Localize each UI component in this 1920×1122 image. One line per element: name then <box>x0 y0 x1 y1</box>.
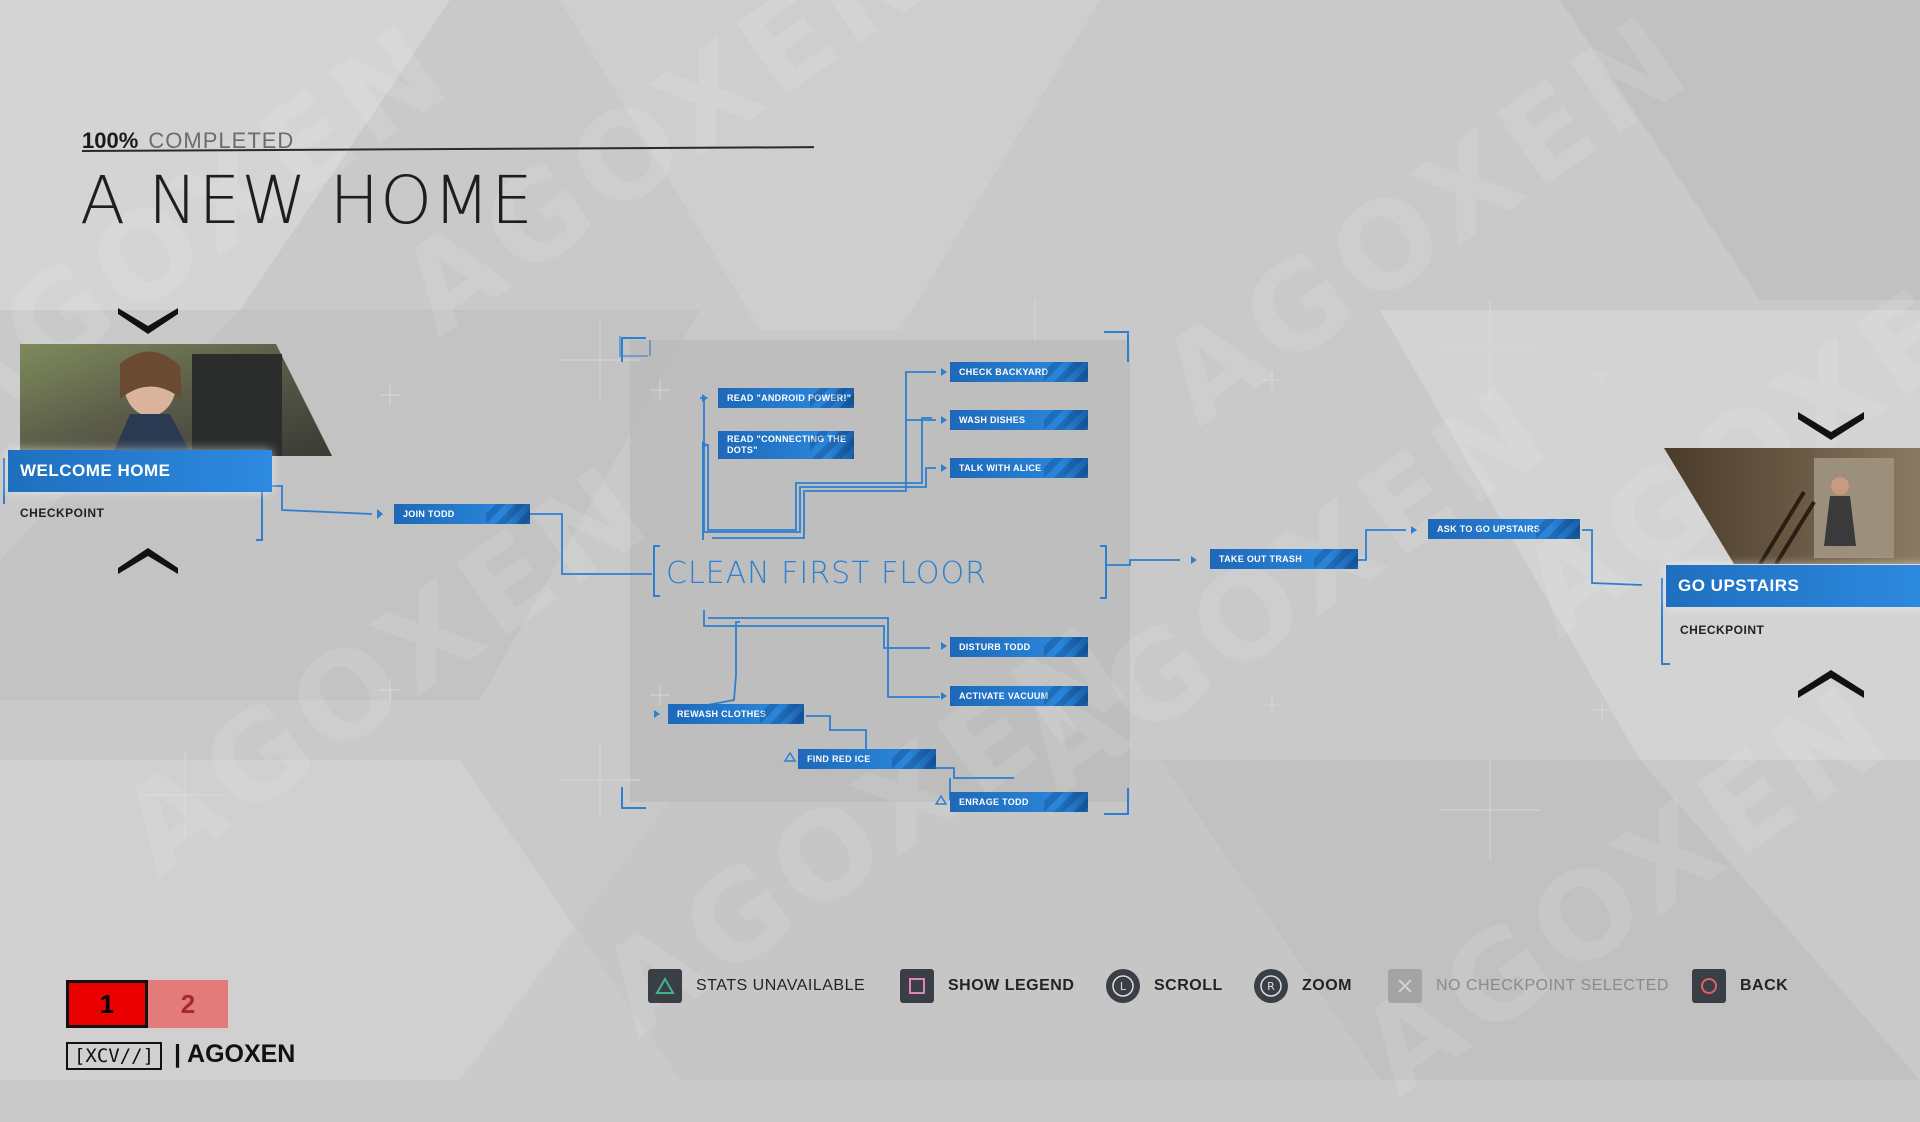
stats-label: STATS UNAVAILABLE <box>696 977 866 994</box>
hallway-scene-image <box>1664 448 1920 564</box>
node-wash-dishes[interactable]: WASH DISHES <box>950 410 1088 430</box>
triangle-button-icon <box>648 969 682 1003</box>
legend-scroll[interactable]: L SCROLL <box>1106 968 1223 1004</box>
back-label: BACK <box>1740 977 1789 994</box>
legend-back[interactable]: BACK <box>1692 968 1788 1004</box>
page-badge-inactive: 2 <box>148 980 228 1028</box>
right-stick-icon: R <box>1254 969 1288 1003</box>
node-enrage-todd[interactable]: ENRAGE TODD <box>950 792 1088 812</box>
node-ask-to-go-upstairs[interactable]: ASK TO GO UPSTAIRS <box>1428 519 1580 539</box>
brand-name: | AGOXEN <box>174 1040 296 1068</box>
circle-button-icon <box>1692 969 1726 1003</box>
node-find-red-ice[interactable]: FIND RED ICE <box>798 749 936 769</box>
scroll-up-chevron[interactable] <box>118 300 178 336</box>
go-upstairs-thumbnail[interactable] <box>1664 448 1920 564</box>
legend-checkpoint: NO CHECKPOINT SELECTED <box>1388 968 1669 1004</box>
node-rewash-clothes[interactable]: REWASH CLOTHES <box>668 704 804 724</box>
welcome-home-thumbnail[interactable] <box>20 344 332 456</box>
node-read-connecting-the-dots[interactable]: READ "CONNECTING THE DOTS" <box>718 431 854 459</box>
go-upstairs-checkpoint-type: CHECKPOINT <box>1680 623 1765 637</box>
svg-text:R: R <box>1267 980 1275 993</box>
checkpoint-status-label: NO CHECKPOINT SELECTED <box>1436 977 1669 994</box>
zoom-label: ZOOM <box>1302 977 1352 994</box>
square-button-icon <box>900 969 934 1003</box>
chapter-title: A NEW HOME <box>80 162 534 239</box>
node-check-backyard[interactable]: CHECK BACKYARD <box>950 362 1088 382</box>
node-activate-vacuum[interactable]: ACTIVATE VACUUM <box>950 686 1088 706</box>
node-take-out-trash[interactable]: TAKE OUT TRASH <box>1210 549 1358 569</box>
welcome-home-checkpoint-type: CHECKPOINT <box>20 506 105 520</box>
node-read-android-power[interactable]: READ "ANDROID POWER!" <box>718 388 854 408</box>
left-stick-icon: L <box>1106 969 1140 1003</box>
welcome-home-checkpoint-label[interactable]: WELCOME HOME <box>8 450 272 492</box>
node-join-todd[interactable]: JOIN TODD <box>394 504 530 524</box>
background-pattern <box>0 0 1920 860</box>
svg-text:L: L <box>1120 980 1127 993</box>
scroll-down-chevron[interactable] <box>1798 668 1864 706</box>
legend-stats[interactable]: STATS UNAVAILABLE <box>648 968 865 1004</box>
central-node-clean-first-floor[interactable]: CLEAN FIRST FLOOR <box>666 556 987 591</box>
scroll-down-chevron[interactable] <box>118 546 178 582</box>
character-portrait-image <box>20 344 332 456</box>
flowchart-connectors <box>3 331 1670 815</box>
show-legend-label: SHOW LEGEND <box>948 977 1075 994</box>
scroll-up-chevron[interactable] <box>1798 404 1864 442</box>
go-upstairs-checkpoint-label[interactable]: GO UPSTAIRS <box>1666 565 1920 607</box>
legend-show-legend[interactable]: SHOW LEGEND <box>900 968 1074 1004</box>
scroll-label: SCROLL <box>1154 977 1223 994</box>
brand-logo-box: [XCV//] <box>66 1042 162 1070</box>
node-disturb-todd[interactable]: DISTURB TODD <box>950 637 1088 657</box>
legend-zoom[interactable]: R ZOOM <box>1254 968 1352 1004</box>
node-talk-with-alice[interactable]: TALK WITH ALICE <box>950 458 1088 478</box>
cross-button-icon <box>1388 969 1422 1003</box>
page-badge-active: 1 <box>66 980 148 1028</box>
